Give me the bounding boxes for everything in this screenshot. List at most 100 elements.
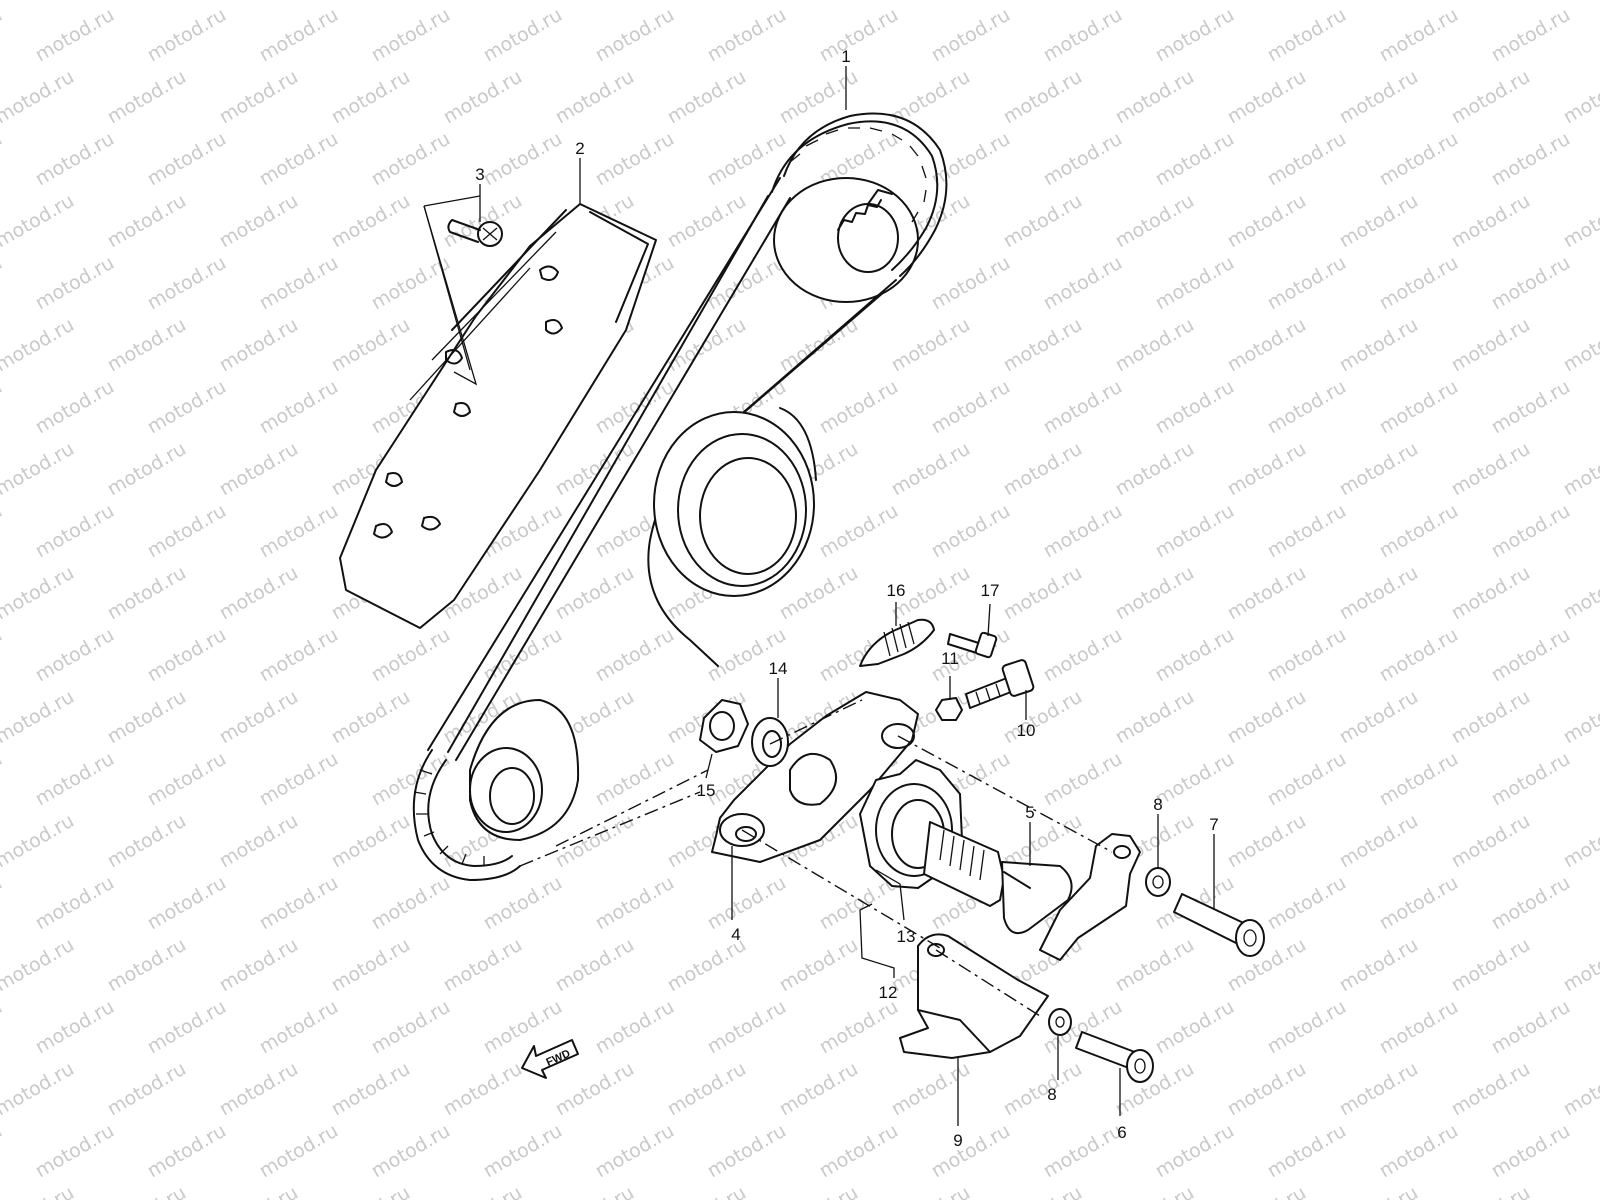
watermark-text: motod.ru: [440, 934, 526, 997]
watermark-text: motod.ru: [328, 1182, 414, 1200]
watermark-text: motod.ru: [144, 624, 230, 687]
watermark-text: motod.ru: [256, 624, 342, 687]
watermark-text: motod.ru: [1560, 190, 1600, 253]
callout-6: 6: [1117, 1123, 1126, 1142]
watermark-text: motod.ru: [480, 4, 566, 67]
watermark-text: motod.ru: [256, 872, 342, 935]
watermark-text: motod.ru: [1000, 562, 1086, 625]
watermark-text: motod.ru: [104, 1182, 190, 1200]
guide-bolt: [423, 195, 503, 386]
watermark-text: motod.ru: [1152, 252, 1238, 315]
tensioner-spring: [859, 618, 935, 667]
callout-15: 15: [697, 781, 716, 800]
callout-13: 13: [897, 927, 916, 946]
watermark-text: motod.ru: [888, 1058, 974, 1121]
watermark-text: motod.ru: [368, 128, 454, 191]
watermark-text: motod.ru: [1448, 686, 1534, 749]
forward-arrow-icon: FWD: [521, 1039, 579, 1079]
bolt-6: [1075, 1031, 1154, 1083]
callout-7: 7: [1209, 815, 1218, 834]
watermark-text: motod.ru: [1224, 562, 1310, 625]
watermark-text: motod.ru: [1376, 376, 1462, 439]
watermark-text: motod.ru: [1112, 190, 1198, 253]
watermark-text: motod.ru: [104, 562, 190, 625]
watermark-text: motod.ru: [1448, 934, 1534, 997]
watermark-text: motod.ru: [32, 748, 118, 811]
callout-labels: 1 2 3 4 5 6 7 8 8 9 10 11 12 13 14 15 16…: [475, 47, 1218, 1150]
callout-12: 12: [879, 983, 898, 1002]
watermark-text: motod.ru: [0, 4, 6, 67]
bolt-17: [947, 631, 998, 659]
watermark-text: motod.ru: [1000, 438, 1086, 501]
watermark-text: motod.ru: [144, 252, 230, 315]
callout-3: 3: [475, 165, 484, 184]
callout-17: 17: [981, 581, 1000, 600]
watermark-text: motod.ru: [1112, 314, 1198, 377]
watermark-text: motod.ru: [1264, 872, 1350, 935]
tensioner-sprocket: [859, 759, 1073, 934]
watermark-text: motod.ru: [552, 0, 638, 4]
watermark-text: motod.ru: [1040, 1120, 1126, 1183]
watermark-text: motod.ru: [552, 562, 638, 625]
watermark-text: motod.ru: [1152, 1120, 1238, 1183]
tensioner-cover: [1039, 833, 1141, 961]
watermark-text: motod.ru: [1376, 500, 1462, 563]
watermark-text: motod.ru: [216, 686, 302, 749]
watermark-text: motod.ru: [1560, 1058, 1600, 1121]
watermark-text: motod.ru: [888, 438, 974, 501]
watermark-text: motod.ru: [328, 934, 414, 997]
watermark-text: motod.ru: [776, 66, 862, 129]
watermark-text: motod.ru: [216, 1058, 302, 1121]
watermark-text: motod.ru: [664, 0, 750, 4]
watermark-text: motod.ru: [144, 4, 230, 67]
watermark-text: motod.ru: [480, 624, 566, 687]
watermark-text: motod.ru: [1336, 190, 1422, 253]
watermark-text: motod.ru: [328, 686, 414, 749]
watermark-text: motod.ru: [592, 1120, 678, 1183]
watermark-text: motod.ru: [0, 500, 6, 563]
watermark-text: motod.ru: [888, 1182, 974, 1200]
watermark-text: motod.ru: [928, 252, 1014, 315]
watermark-text: motod.ru: [664, 66, 750, 129]
watermark-text: motod.ru: [328, 810, 414, 873]
watermark-text: motod.ru: [368, 4, 454, 67]
watermark-text: motod.ru: [1000, 0, 1086, 4]
watermark-text: motod.ru: [104, 686, 190, 749]
watermark-text: motod.ru: [480, 1120, 566, 1183]
watermark-text: motod.ru: [32, 624, 118, 687]
watermark-text: motod.ru: [368, 1120, 454, 1183]
watermark-text: motod.ru: [928, 500, 1014, 563]
watermark-text: motod.ru: [1448, 190, 1534, 253]
callout-8-lower: 8: [1047, 1085, 1056, 1104]
watermark-text: motod.ru: [776, 1058, 862, 1121]
watermark-text: motod.ru: [1112, 438, 1198, 501]
callout-8-upper: 8: [1153, 795, 1162, 814]
watermark-text: motod.ru: [1448, 314, 1534, 377]
watermark-text: motod.ru: [1224, 810, 1310, 873]
watermark-text: motod.ru: [0, 0, 78, 4]
watermark-text: motod.ru: [1488, 872, 1574, 935]
watermark-text: motod.ru: [1376, 252, 1462, 315]
watermark-text: motod.ru: [32, 128, 118, 191]
watermark-text: motod.ru: [592, 872, 678, 935]
watermark-text: motod.ru: [368, 872, 454, 935]
watermark-text: motod.ru: [1224, 314, 1310, 377]
watermark-text: motod.ru: [1152, 4, 1238, 67]
watermark-text: motod.ru: [1000, 1182, 1086, 1200]
watermark-text: motod.ru: [0, 314, 78, 377]
watermark-text: motod.ru: [1488, 376, 1574, 439]
watermark-text: motod.ru: [1040, 128, 1126, 191]
watermark-text: motod.ru: [1376, 872, 1462, 935]
watermark-text: motod.ru: [0, 624, 6, 687]
watermark-text: motod.ru: [1112, 562, 1198, 625]
watermark-text: motod.ru: [368, 996, 454, 1059]
watermark-text: motod.ru: [704, 4, 790, 67]
watermark-text: motod.ru: [704, 872, 790, 935]
watermark-text: motod.ru: [1264, 4, 1350, 67]
watermark-text: motod.ru: [1336, 934, 1422, 997]
watermark-text: motod.ru: [328, 190, 414, 253]
watermark-text: motod.ru: [1376, 1120, 1462, 1183]
watermark-text: motod.ru: [256, 748, 342, 811]
callout-14: 14: [769, 659, 788, 678]
